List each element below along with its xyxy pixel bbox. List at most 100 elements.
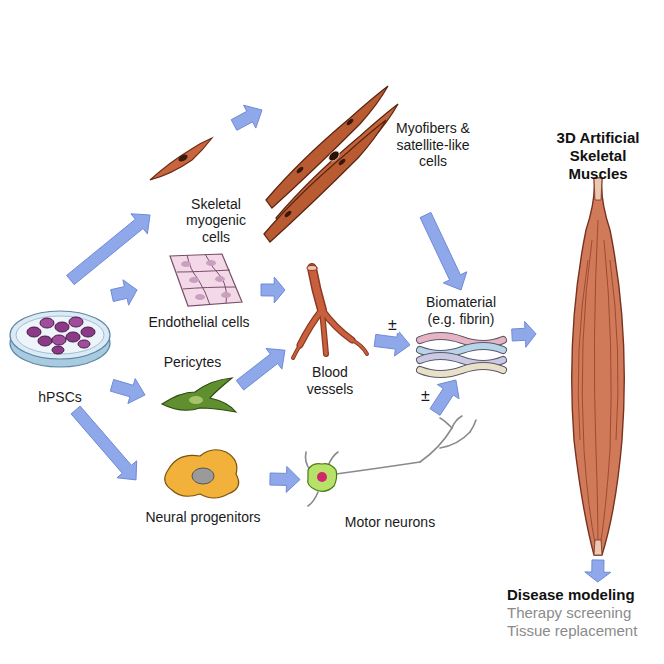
node-label: Disease modeling: [507, 586, 635, 604]
node-label: hPSCs: [38, 389, 82, 406]
culture-dish: [66, 332, 80, 342]
block-arrow: [374, 330, 410, 356]
blood-vessel: [293, 345, 300, 358]
blood-vessel: [293, 266, 367, 359]
pericyte-cell: [162, 378, 236, 412]
endothelial-sheet: [221, 292, 231, 298]
endothelial-sheet: [189, 277, 199, 283]
myofibers: [327, 149, 341, 163]
skeletal-muscle: [594, 220, 598, 550]
myogenic-cell: [177, 153, 189, 163]
endothelial-sheet: [177, 254, 236, 305]
block-arrow: [420, 212, 467, 290]
motor-neuron: [440, 418, 452, 428]
biomaterial-fibers: [420, 366, 503, 374]
culture-dish: [81, 327, 95, 337]
motor-neuron: [470, 420, 476, 432]
cell-type-label: Pericytes: [145, 350, 240, 425]
blood-vessel: [322, 310, 352, 340]
node-sublabel: Therapy screening: [507, 604, 631, 622]
culture-dish: [16, 316, 104, 354]
blood-vessel: [293, 268, 367, 358]
pericyte-cell: [189, 396, 203, 404]
block-arrow: [67, 214, 150, 285]
node-label: Myofibers & satellite-like cells: [388, 120, 478, 170]
node-label: Neural progenitors: [145, 509, 260, 526]
scaffold-label: Biomaterial (e.g. fibrin): [410, 290, 512, 380]
block-arrow: [111, 280, 137, 305]
tissue-label: Motor neurons: [300, 412, 480, 535]
myogenic-cell: [150, 138, 212, 180]
cell-source-label: hPSCs: [8, 280, 112, 410]
myofibers: [346, 118, 355, 126]
blood-vessel: [300, 310, 322, 345]
blood-vessel: [312, 268, 322, 310]
myofibers: [284, 210, 293, 218]
node-label: 3D Artificial Skeletal Muscles: [539, 129, 657, 183]
culture-dish: [27, 327, 41, 337]
biomaterial-fibers: [420, 336, 503, 374]
myofibers: [264, 86, 398, 242]
block-arrow: [512, 321, 536, 347]
motor-neuron: [452, 416, 462, 428]
skeletal-muscle: [600, 240, 611, 548]
neural-progenitor-cell: [192, 468, 214, 484]
neural-progenitor-cell: [165, 450, 239, 498]
edge-label: ±: [386, 317, 399, 333]
motor-neuron: [317, 472, 327, 482]
node-label: Pericytes: [164, 354, 222, 371]
block-arrow: [110, 379, 145, 404]
block-arrow: [585, 560, 611, 582]
blood-vessel: [352, 340, 367, 354]
skeletal-muscle: [594, 540, 602, 555]
motor-neuron: [336, 462, 420, 474]
motor-neuron: [306, 416, 477, 506]
blood-vessel: [293, 345, 300, 358]
blood-vessel: [322, 310, 326, 354]
motor-neuron: [308, 464, 337, 492]
block-arrow: [71, 406, 137, 480]
block-arrow: [270, 466, 300, 492]
blood-vessel: [300, 310, 322, 345]
culture-dish: [78, 340, 90, 348]
culture-dish: [69, 317, 83, 327]
block-arrow: [430, 380, 459, 415]
skeletal-muscle: [610, 260, 618, 440]
culture-dish: [40, 318, 54, 328]
node-label: Biomaterial (e.g. fibrin): [416, 294, 506, 328]
edge-label: ±: [419, 388, 432, 404]
node-label: Blood vessels: [300, 364, 360, 398]
blood-vessel: [312, 268, 322, 310]
node-sublabel: Tissue replacement: [507, 622, 637, 640]
skeletal-muscle: [572, 178, 625, 555]
endothelial-sheet: [170, 254, 242, 306]
block-arrow: [231, 105, 262, 130]
culture-dish: [52, 335, 66, 345]
block-arrow: [261, 277, 285, 303]
myofibers: [296, 166, 305, 174]
cell-type-label: Skeletal myogenic cells: [150, 125, 255, 250]
culture-dish: [10, 311, 110, 359]
cell-type-label: Neural progenitors: [136, 445, 270, 530]
node-label: Motor neurons: [345, 514, 435, 531]
myofibers: [338, 158, 347, 166]
pericyte-cell: [162, 378, 236, 412]
biomaterial-fibers: [420, 366, 503, 374]
skeletal-muscle: [578, 260, 588, 440]
application-list: Disease modelingTherapy screeningTissue …: [505, 582, 657, 658]
motor-neuron: [308, 492, 318, 506]
endothelial-sheet: [215, 276, 225, 282]
culture-dish: [55, 322, 69, 332]
blood-vessel: [307, 266, 317, 271]
block-arrow: [236, 349, 285, 391]
tissue-label: Myofibers & satellite-like cells: [262, 75, 480, 215]
culture-dish: [52, 346, 64, 354]
product-title: 3D Artificial Skeletal Muscles: [536, 125, 660, 560]
skeletal-muscle: [578, 220, 618, 550]
cell-type-label: Endothelial cells: [137, 250, 261, 335]
endothelial-sheet: [195, 294, 205, 300]
